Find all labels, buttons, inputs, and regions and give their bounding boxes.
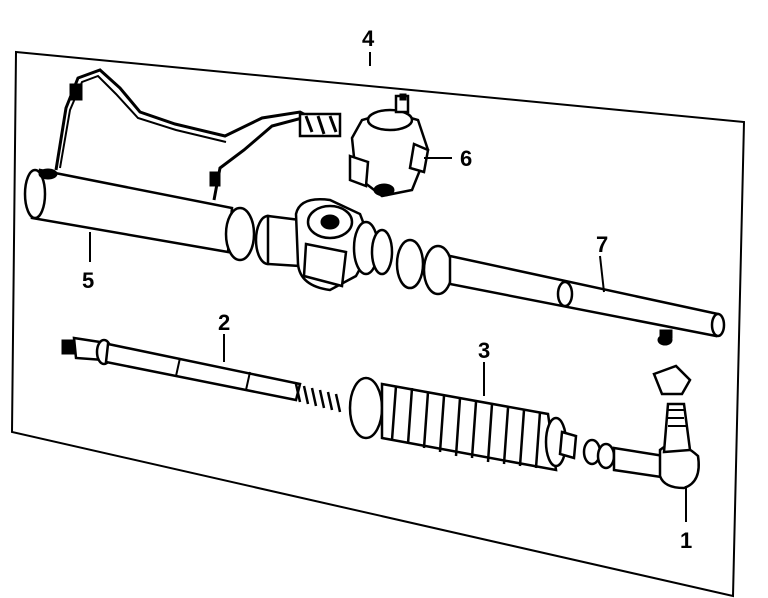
rack-boot xyxy=(348,376,578,472)
rack-collar xyxy=(556,280,574,308)
leader-lines xyxy=(89,52,687,522)
callout-5: 5 xyxy=(82,268,94,293)
outer-tie-rod-end xyxy=(612,329,700,490)
assembly-boundary-frame xyxy=(10,50,746,598)
housing-end xyxy=(23,168,47,220)
rack-housing-tube xyxy=(30,168,234,254)
control-valve xyxy=(348,93,430,198)
callout-4: 4 xyxy=(362,26,375,51)
rack-shaft xyxy=(448,254,720,338)
callout-6: 6 xyxy=(460,146,472,171)
callout-7: 7 xyxy=(596,232,608,257)
callout-2: 2 xyxy=(218,310,230,335)
inner-tie-rod xyxy=(61,336,342,413)
rack-housing-assembly xyxy=(23,68,726,338)
callout-3: 3 xyxy=(478,338,490,363)
tie-rod-thread xyxy=(294,383,342,413)
callout-1: 1 xyxy=(680,528,692,553)
